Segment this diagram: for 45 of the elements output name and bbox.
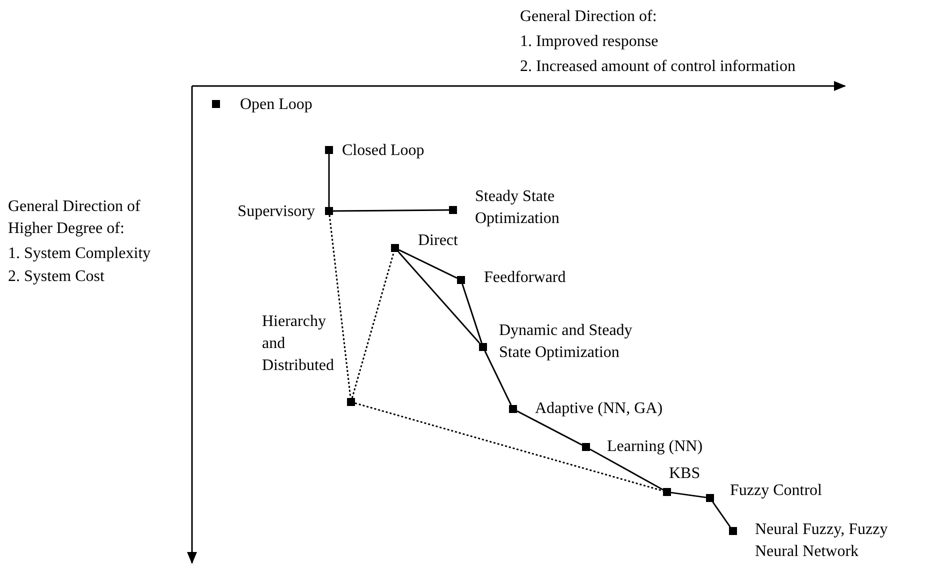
- square-marker: [212, 100, 220, 108]
- point-label: Adaptive (NN, GA): [535, 399, 664, 419]
- axis-note: 1. System Complexity: [8, 244, 152, 264]
- point-label: Fuzzy Control: [730, 481, 823, 501]
- point-label: Neural Fuzzy, Fuzzy Neural Network: [755, 520, 889, 562]
- point-label: Dynamic and Steady State Optimization: [499, 321, 634, 363]
- dotted-line: [354, 402, 664, 492]
- dotted-line: [328, 214, 352, 398]
- square-marker: [325, 207, 333, 215]
- square-marker: [706, 494, 714, 502]
- square-marker: [582, 443, 590, 451]
- line: [462, 284, 482, 344]
- point-label: Direct: [418, 231, 459, 251]
- point-label: Open Loop: [240, 95, 314, 115]
- line: [670, 492, 706, 498]
- line: [590, 448, 664, 490]
- axis-note: 1. Improved response: [520, 32, 660, 52]
- square-marker: [391, 244, 399, 252]
- line: [516, 410, 582, 446]
- line: [484, 350, 512, 406]
- axis-note: General Direction of:: [520, 7, 658, 27]
- line: [398, 252, 480, 344]
- point-label: KBS: [669, 464, 702, 484]
- axis-note: 2. System Cost: [8, 267, 106, 287]
- square-marker: [509, 405, 517, 413]
- square-marker: [457, 276, 465, 284]
- point-label: Feedforward: [484, 268, 567, 288]
- square-marker: [479, 343, 487, 351]
- axis-note: General Direction of Higher Degree of:: [8, 197, 142, 239]
- point-label: Supervisory: [236, 202, 315, 222]
- point-label: Learning (NN): [607, 437, 704, 457]
- square-marker: [729, 527, 737, 535]
- square-marker: [325, 146, 333, 154]
- point-label: Hierarchy and Distributed: [262, 312, 335, 376]
- line: [333, 209, 449, 212]
- line: [398, 249, 458, 279]
- line: [328, 154, 330, 207]
- square-marker: [347, 398, 355, 406]
- axis-note: 2. Increased amount of control information: [520, 57, 796, 77]
- square-marker: [663, 488, 671, 496]
- square-marker: [449, 206, 457, 214]
- line: [712, 502, 731, 528]
- dotted-line: [351, 252, 395, 398]
- point-label: Closed Loop: [342, 141, 426, 161]
- point-label: Steady State Optimization: [475, 187, 560, 229]
